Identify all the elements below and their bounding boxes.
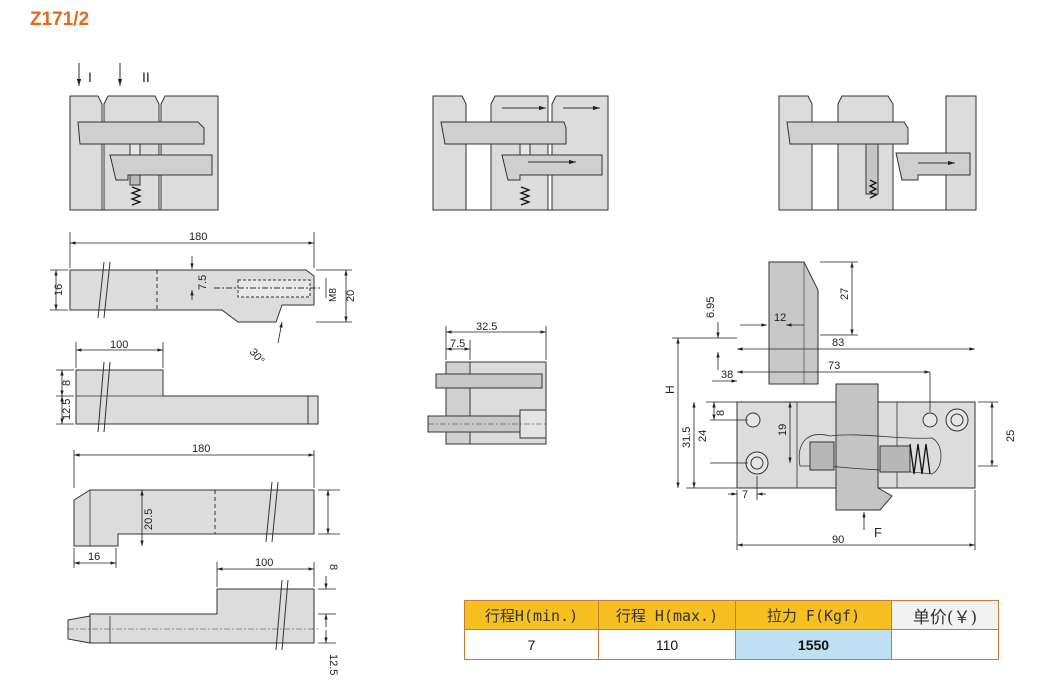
dim-offset-7-5: 7.5	[197, 275, 209, 290]
dim-span-83: 83	[832, 337, 844, 349]
dim-height-16-a: 16	[53, 284, 65, 296]
dim-height-20: 20	[345, 290, 357, 302]
header-stroke-max: 行程 H(max.)	[598, 600, 736, 630]
model-title: Z171/2	[30, 9, 90, 30]
dim-span-38: 38	[721, 369, 733, 381]
dim-length-180-b: 180	[192, 443, 210, 455]
detail-thin-bar	[56, 342, 319, 433]
header-price: 单价(￥)	[891, 600, 999, 630]
dim-top-27: 27	[839, 288, 851, 300]
step-label-second: II	[142, 69, 150, 85]
dim-h-label: H	[663, 385, 677, 394]
step-label-first: I	[88, 69, 92, 85]
header-stroke-min: 行程H(min.)	[464, 600, 599, 630]
dim-top-12: 12	[774, 312, 786, 324]
dim-pin-7-5: 7.5	[450, 338, 465, 350]
dim-v-19: 19	[777, 424, 789, 436]
dim-v-31-5: 31.5	[681, 427, 693, 448]
operation-view-1	[69, 63, 219, 211]
dim-v-8: 8	[715, 410, 727, 416]
dim-v-25: 25	[1005, 430, 1017, 442]
dim-thick-8-a: 8	[61, 380, 73, 386]
dim-thread-m8: M8	[328, 288, 339, 302]
detail-main-bar	[50, 232, 352, 344]
dim-pin-32-5: 32.5	[476, 321, 497, 333]
detail-stepped-bar	[67, 562, 336, 651]
dim-w-90: 90	[832, 534, 844, 546]
dim-v-24: 24	[697, 430, 709, 442]
detail-long-bar	[73, 450, 340, 568]
operation-view-2	[432, 95, 609, 211]
dim-thick-8-b: 8	[327, 564, 339, 570]
dim-angle-30: 30°	[247, 346, 267, 366]
dim-20-5: 20.5	[143, 509, 155, 530]
force-label: F	[874, 525, 882, 540]
dim-length-100-b: 100	[255, 557, 273, 569]
cell-price	[891, 629, 999, 660]
detail-pin-assembly	[427, 326, 547, 445]
operation-view-3	[778, 95, 977, 211]
cell-force: 1550	[735, 629, 892, 660]
cell-stroke-min: 7	[464, 629, 599, 660]
dim-span-73: 73	[828, 360, 840, 372]
table-header-row: 行程H(min.) 行程 H(max.) 拉力 F(Kgf) 单价(￥)	[464, 600, 999, 630]
header-force: 拉力 F(Kgf)	[735, 600, 892, 630]
dim-top-6-95: 6.95	[705, 297, 717, 318]
table-row: 7 110 1550	[464, 629, 999, 660]
detail-assembly	[672, 261, 998, 550]
dim-length-100-a: 100	[110, 339, 128, 351]
dim-thick-12-5-a: 12.5	[61, 399, 73, 420]
cell-stroke-max: 110	[598, 629, 736, 660]
dim-w-7: 7	[742, 489, 748, 501]
dim-16-bottom: 16	[88, 551, 100, 563]
dim-thick-12-5-b: 12.5	[327, 654, 339, 675]
dim-length-180-a: 180	[189, 231, 207, 243]
spec-table: 行程H(min.) 行程 H(max.) 拉力 F(Kgf) 单价(￥) 7 1…	[464, 600, 999, 660]
